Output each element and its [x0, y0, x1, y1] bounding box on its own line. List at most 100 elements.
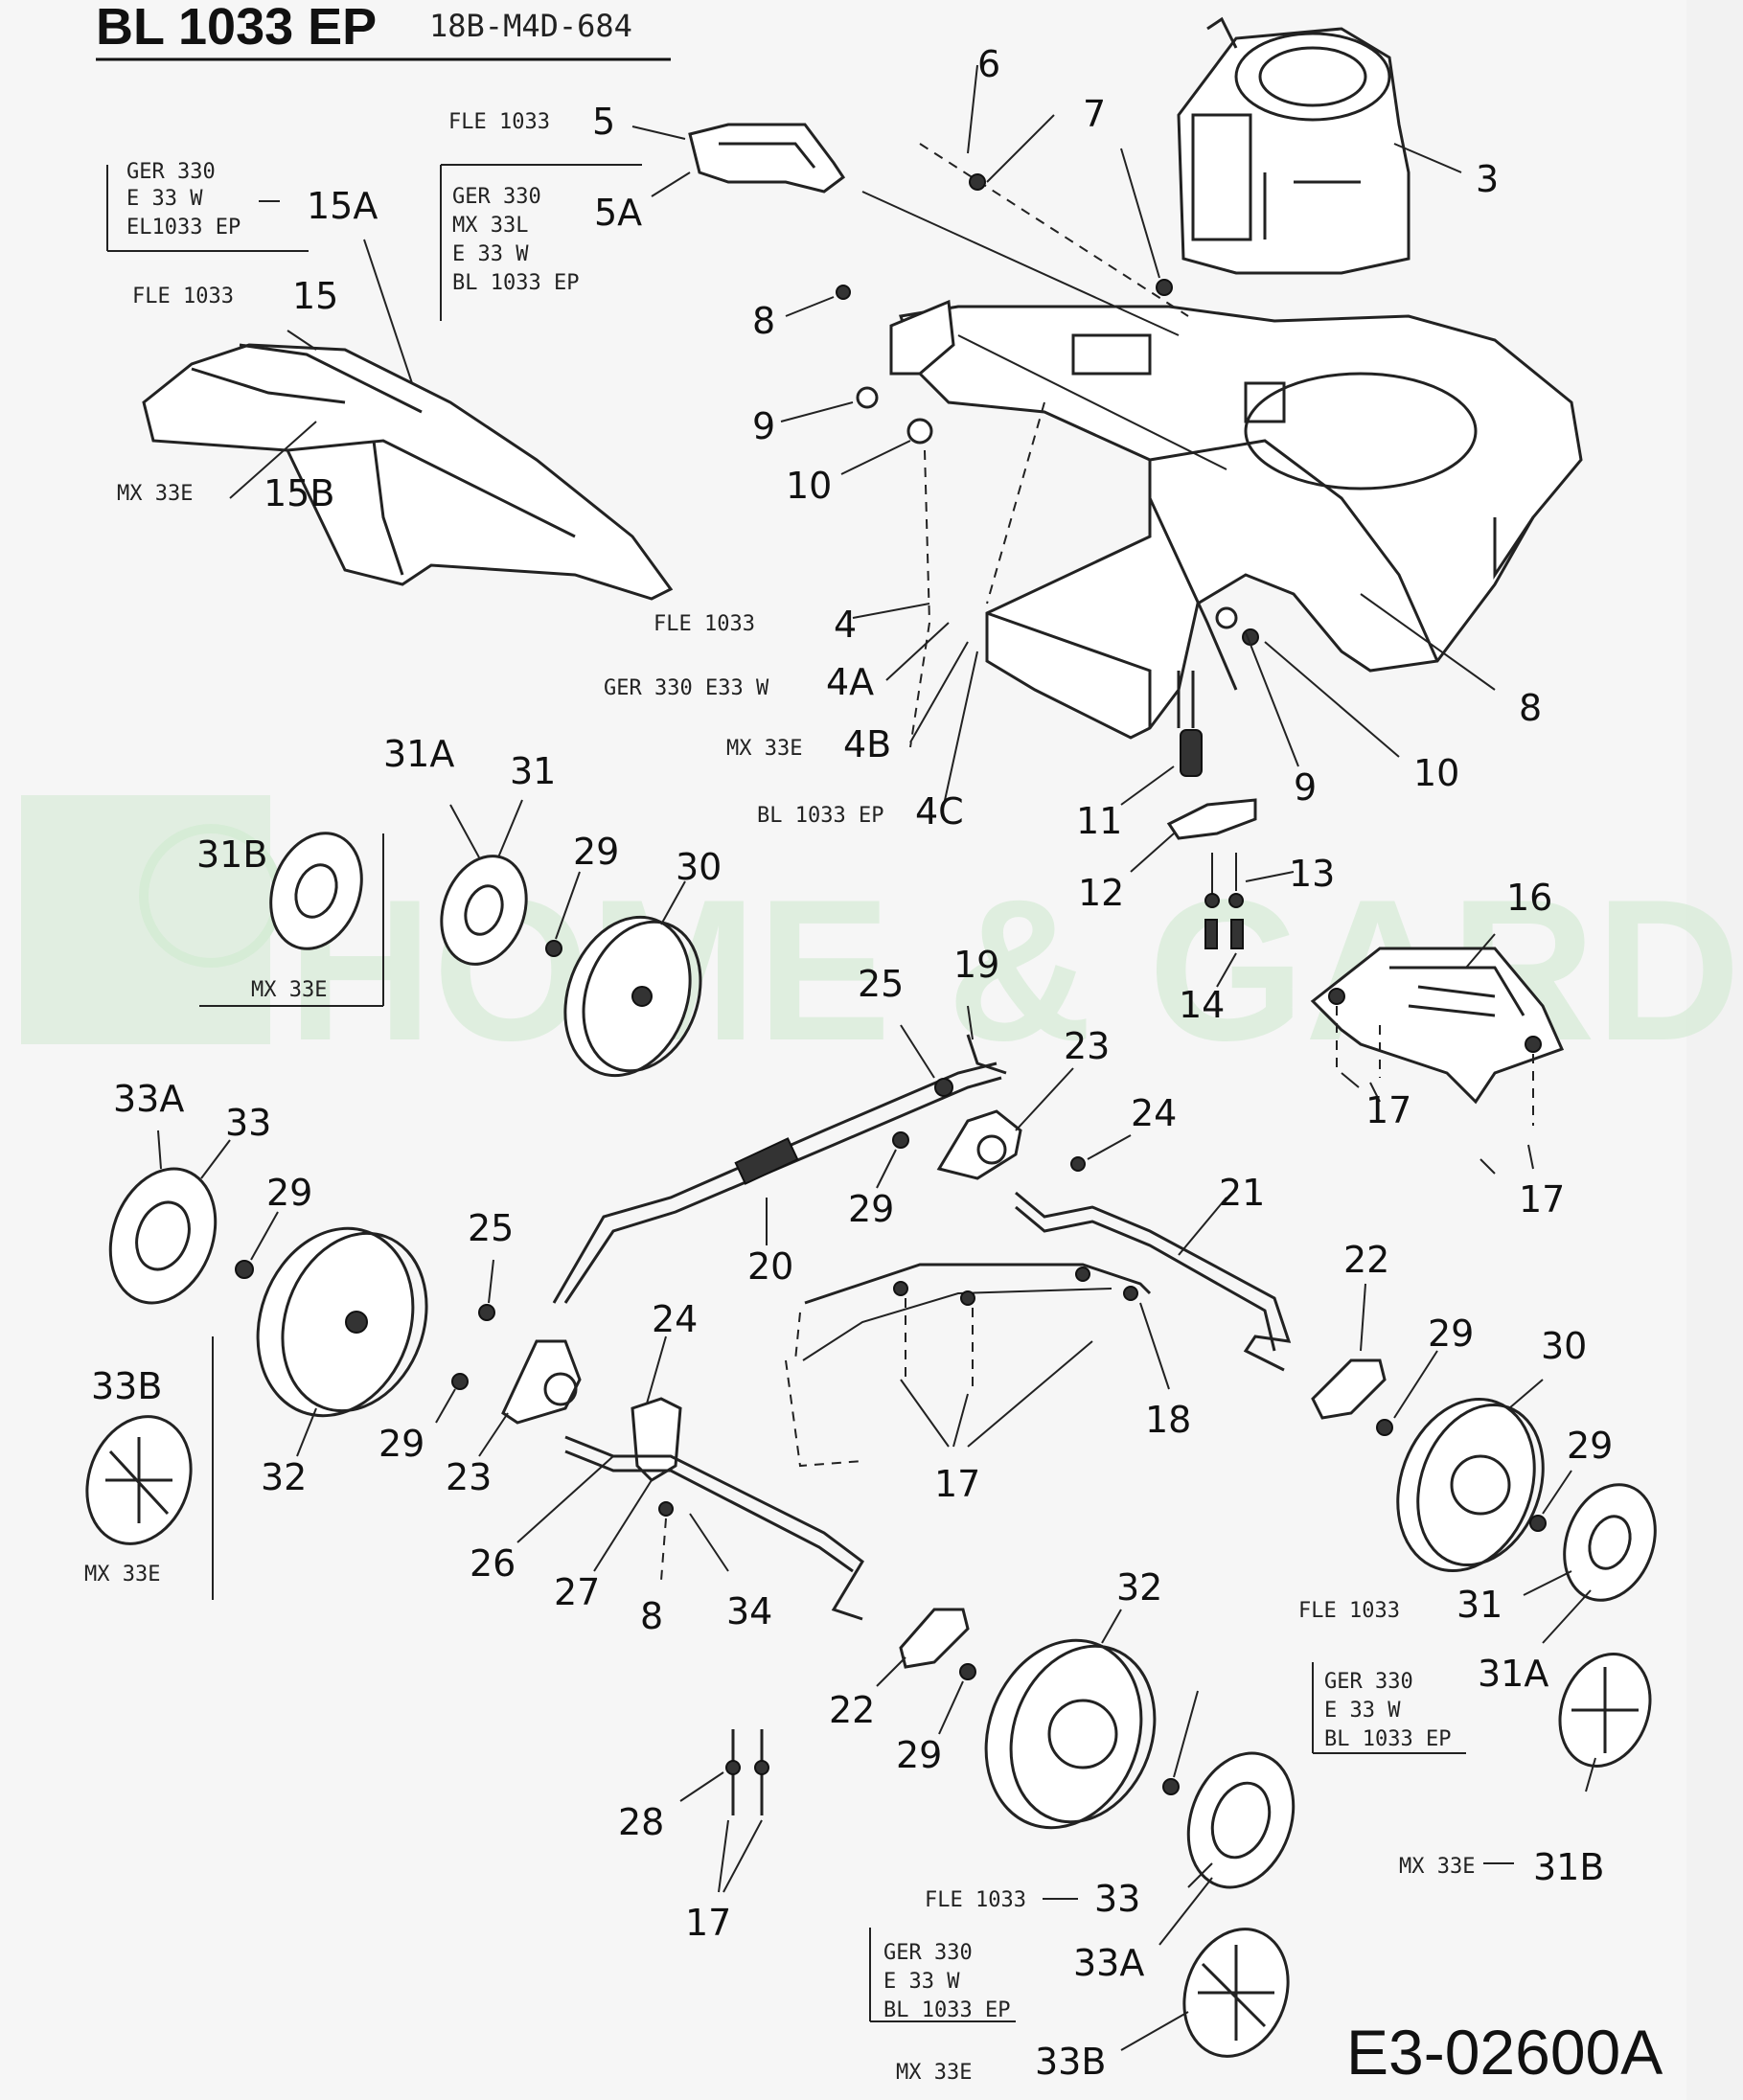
part-28-pin: [725, 1760, 741, 1775]
part-25-screw-lower: [478, 1304, 495, 1321]
part-13-screw-2: [1228, 893, 1244, 908]
variant-15a-line-1: GER 330: [126, 160, 216, 184]
part-32-wheel-left: [256, 1226, 428, 1418]
part-8-screw: [836, 285, 851, 300]
callout-31-right: 31: [1456, 1584, 1502, 1626]
callout-10-right: 10: [1413, 752, 1459, 794]
callout-18: 18: [1145, 1399, 1191, 1441]
callout-3: 3: [1476, 158, 1499, 200]
callout-8-right: 8: [1519, 687, 1542, 729]
part-11-spring: [1180, 729, 1203, 777]
callout-11: 11: [1076, 800, 1122, 842]
part-29-washer-upper-left: [545, 940, 562, 957]
variant-label-bl-4c: BL 1033 EP: [757, 804, 883, 828]
callout-33A-front: 33A: [1073, 1942, 1144, 1984]
callout-4b: 4B: [843, 723, 891, 765]
part-33B-hub-cap-left: [85, 1415, 193, 1545]
part-31B-hub-cap-right: [1558, 1653, 1652, 1768]
callout-16: 16: [1506, 877, 1552, 919]
callout-22-right: 22: [1343, 1239, 1389, 1281]
callout-17-flap-left: 17: [1365, 1089, 1411, 1131]
callout-29-left-mid: 29: [266, 1172, 312, 1214]
callout-8-front: 8: [640, 1595, 663, 1637]
model-code: 18B-M4D-684: [429, 8, 632, 44]
variant-label-mx33e-4b: MX 33E: [726, 737, 802, 761]
callout-31A-upper: 31A: [383, 733, 454, 775]
part-18-rear-shield: [804, 1263, 1152, 1305]
variant-box-15a: GER 330 E 33 W EL1033 EP: [106, 160, 309, 252]
variant-label-fle1033-4: FLE 1033: [654, 612, 755, 636]
callout-31-upper: 31: [510, 750, 556, 792]
callout-23-upper: 23: [1064, 1025, 1110, 1067]
variant-5a-line-4: BL 1033 EP: [452, 271, 579, 295]
part-33B-hub-cap-front: [1182, 1928, 1290, 2058]
callout-27: 27: [554, 1571, 600, 1613]
part-29-washer-center-upper: [892, 1131, 909, 1149]
part-7-fastener-2: [1156, 279, 1173, 296]
part-22-bushing-front: [899, 1608, 970, 1669]
part-33-hub-cap-left: [108, 1167, 218, 1305]
callout-33-front: 33: [1094, 1878, 1140, 1920]
part-23-bracket-lower: [501, 1339, 582, 1425]
part-5-clip: [688, 123, 846, 194]
callout-9-left: 9: [752, 405, 775, 447]
part-8-screw-front: [658, 1501, 674, 1517]
part-29-washer-right-mid: [1529, 1515, 1547, 1532]
callout-23-lower: 23: [446, 1456, 492, 1498]
callout-29-right-mid: 29: [1567, 1425, 1613, 1467]
callout-17-flap-right: 17: [1519, 1178, 1565, 1221]
part-24-pin-upper: [1070, 1156, 1086, 1172]
callout-13: 13: [1289, 853, 1335, 895]
callout-33B-front: 33B: [1035, 2041, 1106, 2083]
part-14-bolt-2: [1230, 919, 1244, 949]
callout-15a: 15A: [307, 185, 378, 227]
callout-26: 26: [470, 1542, 516, 1585]
part-13-screw: [1204, 893, 1220, 908]
callout-6: 6: [977, 43, 1000, 85]
variant-5a-line-3: E 33 W: [452, 242, 529, 266]
part-33-hub-cap-front: [1186, 1751, 1296, 1889]
variant-box-31a: GER 330 E 33 W BL 1033 EP: [1324, 1670, 1451, 1751]
callout-29-front: 29: [896, 1734, 942, 1776]
callout-4c: 4C: [915, 790, 964, 833]
callout-29-center-upper: 29: [848, 1188, 894, 1230]
callout-4: 4: [834, 604, 857, 646]
part-21-rear-axle: [1015, 1191, 1292, 1372]
page-title: BL 1033 EP: [96, 0, 377, 56]
part-30-wheel-right: [1396, 1397, 1545, 1573]
callout-29-center-lower: 29: [378, 1423, 424, 1465]
variant-5a-line-2: MX 33L: [452, 214, 528, 238]
variant-15a-line-2: E 33 W: [126, 187, 203, 211]
variant-label-mx33e-31b: MX 33E: [251, 978, 327, 1002]
callout-31B-upper: 31B: [196, 833, 267, 876]
figure-code: E3-02600A: [1346, 2017, 1663, 2088]
callout-12: 12: [1078, 872, 1124, 914]
mower-deck: [899, 305, 1583, 740]
part-20-spring: [734, 1137, 799, 1185]
part-29-washer-left-mid: [235, 1260, 254, 1279]
callout-5a: 5A: [594, 192, 642, 234]
callout-29-right-upper: 29: [1428, 1312, 1474, 1355]
callout-17-bottom: 17: [685, 1902, 731, 1944]
variant-label-mx33e-31b-right: MX 33E: [1399, 1855, 1475, 1879]
part-10-nut: [906, 418, 933, 445]
variant-label-fle1033-31: FLE 1033: [1298, 1599, 1400, 1623]
callout-30-upper: 30: [676, 846, 722, 888]
engine-part: [1177, 16, 1410, 275]
part-29-washer-right-upper: [1376, 1419, 1393, 1436]
variant-31a-line-1: GER 330: [1324, 1670, 1413, 1694]
variant-label-ger-4a: GER 330 E33 W: [604, 676, 769, 700]
part-31-hub-cap-upper: [440, 855, 528, 966]
callout-7: 7: [1083, 93, 1106, 135]
callout-21: 21: [1219, 1172, 1265, 1214]
callout-15b: 15B: [264, 472, 334, 514]
part-22-bushing-right: [1311, 1358, 1387, 1420]
part-31-hub-cap-right: [1563, 1483, 1657, 1602]
variant-label-mx33e-33b: MX 33E: [84, 1563, 160, 1586]
part-29-washer-front: [959, 1663, 976, 1680]
callout-31A-right: 31A: [1478, 1653, 1548, 1695]
part-15-grass-bag: [142, 343, 674, 601]
variant-5a-line-1: GER 330: [452, 185, 541, 209]
